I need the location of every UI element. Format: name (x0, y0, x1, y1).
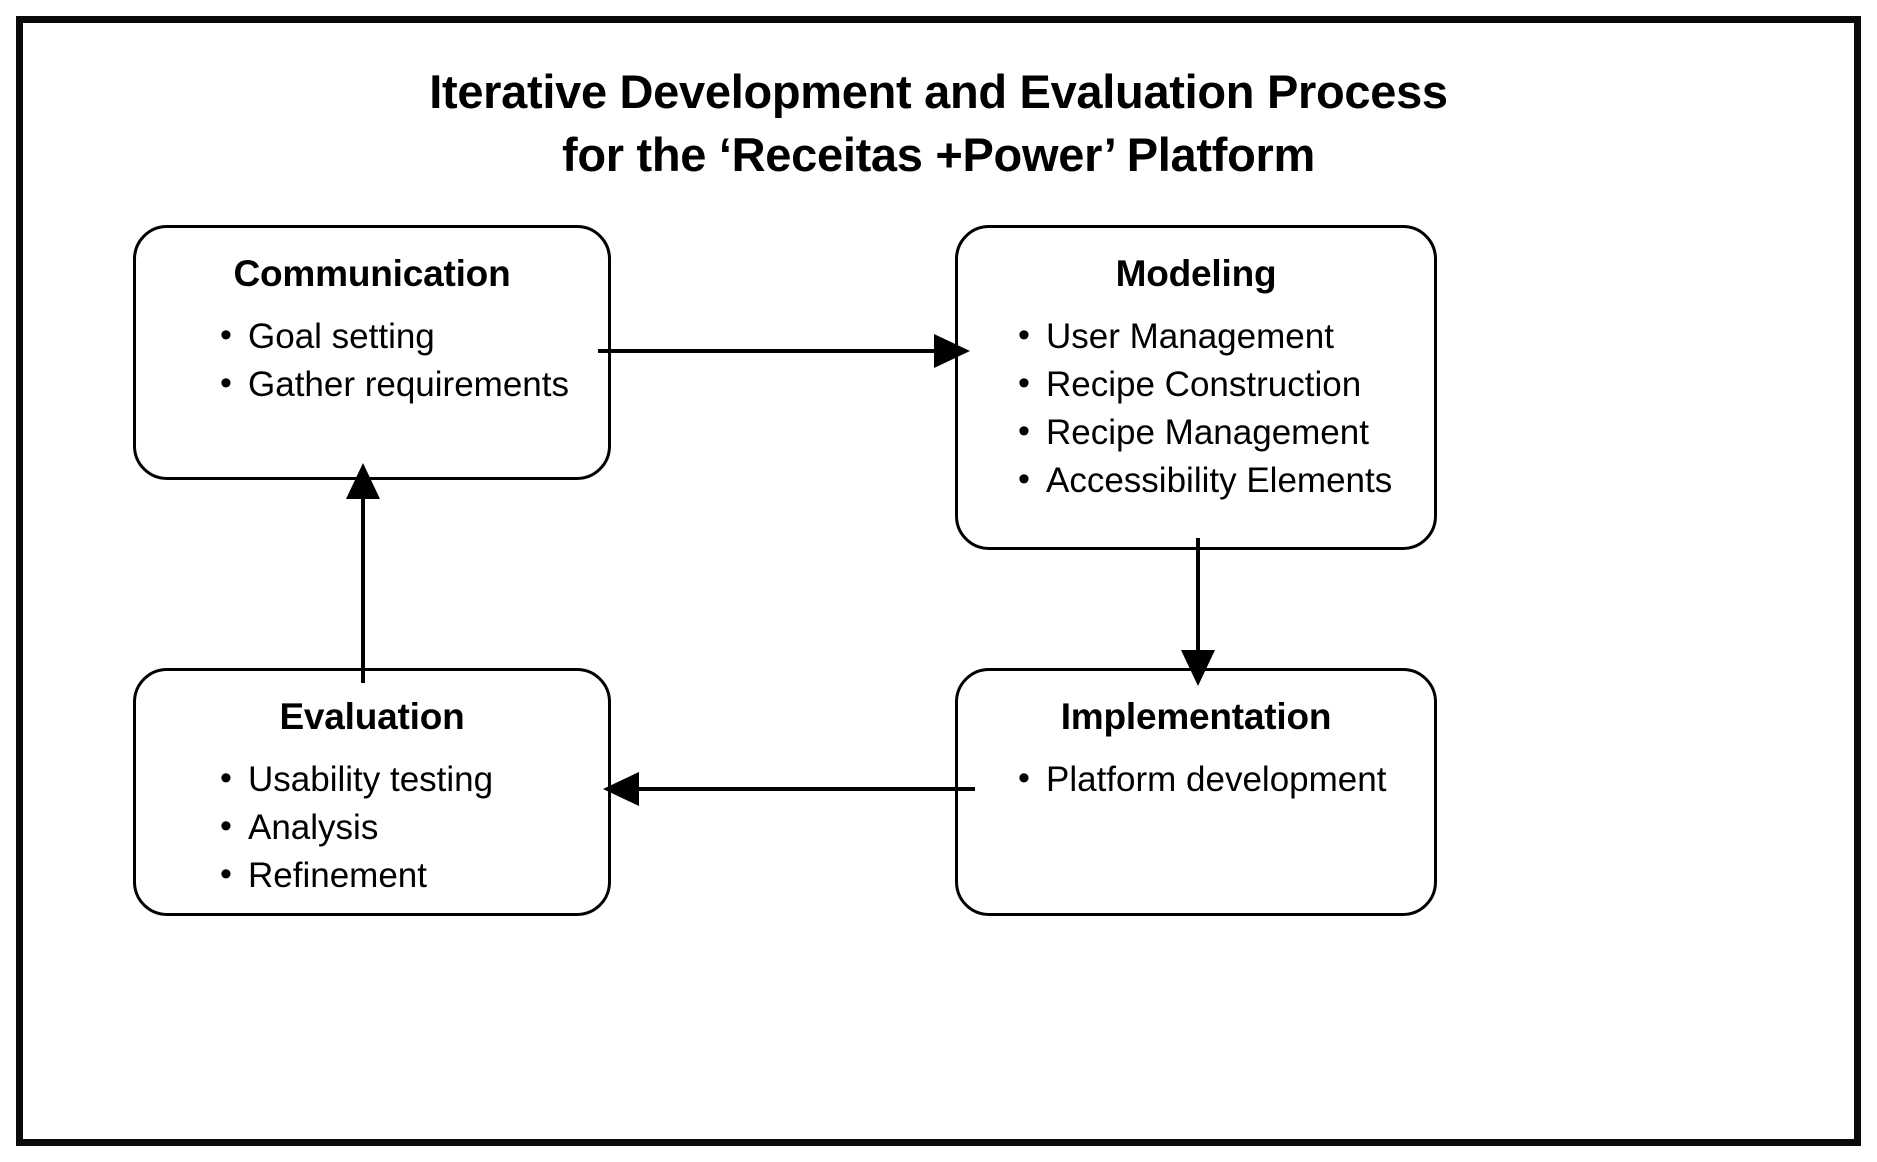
arrow-implementation-to-evaluation-icon (603, 772, 975, 806)
list-item: Gather requirements (202, 360, 608, 409)
list-item: Recipe Construction (1000, 360, 1434, 409)
list-item: User Management (1000, 312, 1434, 361)
list-item: Recipe Management (1000, 408, 1434, 457)
stage-list-evaluation: Usability testing Analysis Refinement (202, 755, 608, 900)
stage-box-communication: Communication Goal setting Gather requir… (133, 225, 611, 480)
list-item: Platform development (1000, 755, 1434, 804)
arrow-modeling-to-implementation-icon (1181, 538, 1215, 686)
arrow-evaluation-to-communication-icon (346, 463, 380, 683)
figure-title-line-2: for the ‘Receitas +Power’ Platform (562, 127, 1315, 181)
list-item: Refinement (202, 851, 608, 900)
stage-list-implementation: Platform development (1000, 755, 1434, 804)
stage-list-modeling: User Management Recipe Construction Reci… (1000, 312, 1434, 505)
stage-box-evaluation: Evaluation Usability testing Analysis Re… (133, 668, 611, 916)
list-item: Usability testing (202, 755, 608, 804)
list-item: Accessibility Elements (1000, 456, 1434, 505)
stage-title-implementation: Implementation (1060, 696, 1332, 737)
arrow-communication-to-modeling-icon (598, 334, 970, 368)
stage-list-communication: Goal setting Gather requirements (202, 312, 608, 409)
figure-title: Iterative Development and Evaluation Pro… (23, 61, 1854, 186)
figure-title-line-1: Iterative Development and Evaluation Pro… (429, 65, 1448, 118)
stage-box-implementation: Implementation Platform development (955, 668, 1437, 916)
stage-title-communication: Communication (233, 253, 511, 294)
figure-frame: Iterative Development and Evaluation Pro… (16, 16, 1861, 1146)
list-item: Goal setting (202, 312, 608, 361)
list-item: Analysis (202, 803, 608, 852)
stage-title-modeling: Modeling (1115, 253, 1277, 294)
stage-box-modeling: Modeling User Management Recipe Construc… (955, 225, 1437, 550)
stage-title-evaluation: Evaluation (279, 696, 465, 737)
